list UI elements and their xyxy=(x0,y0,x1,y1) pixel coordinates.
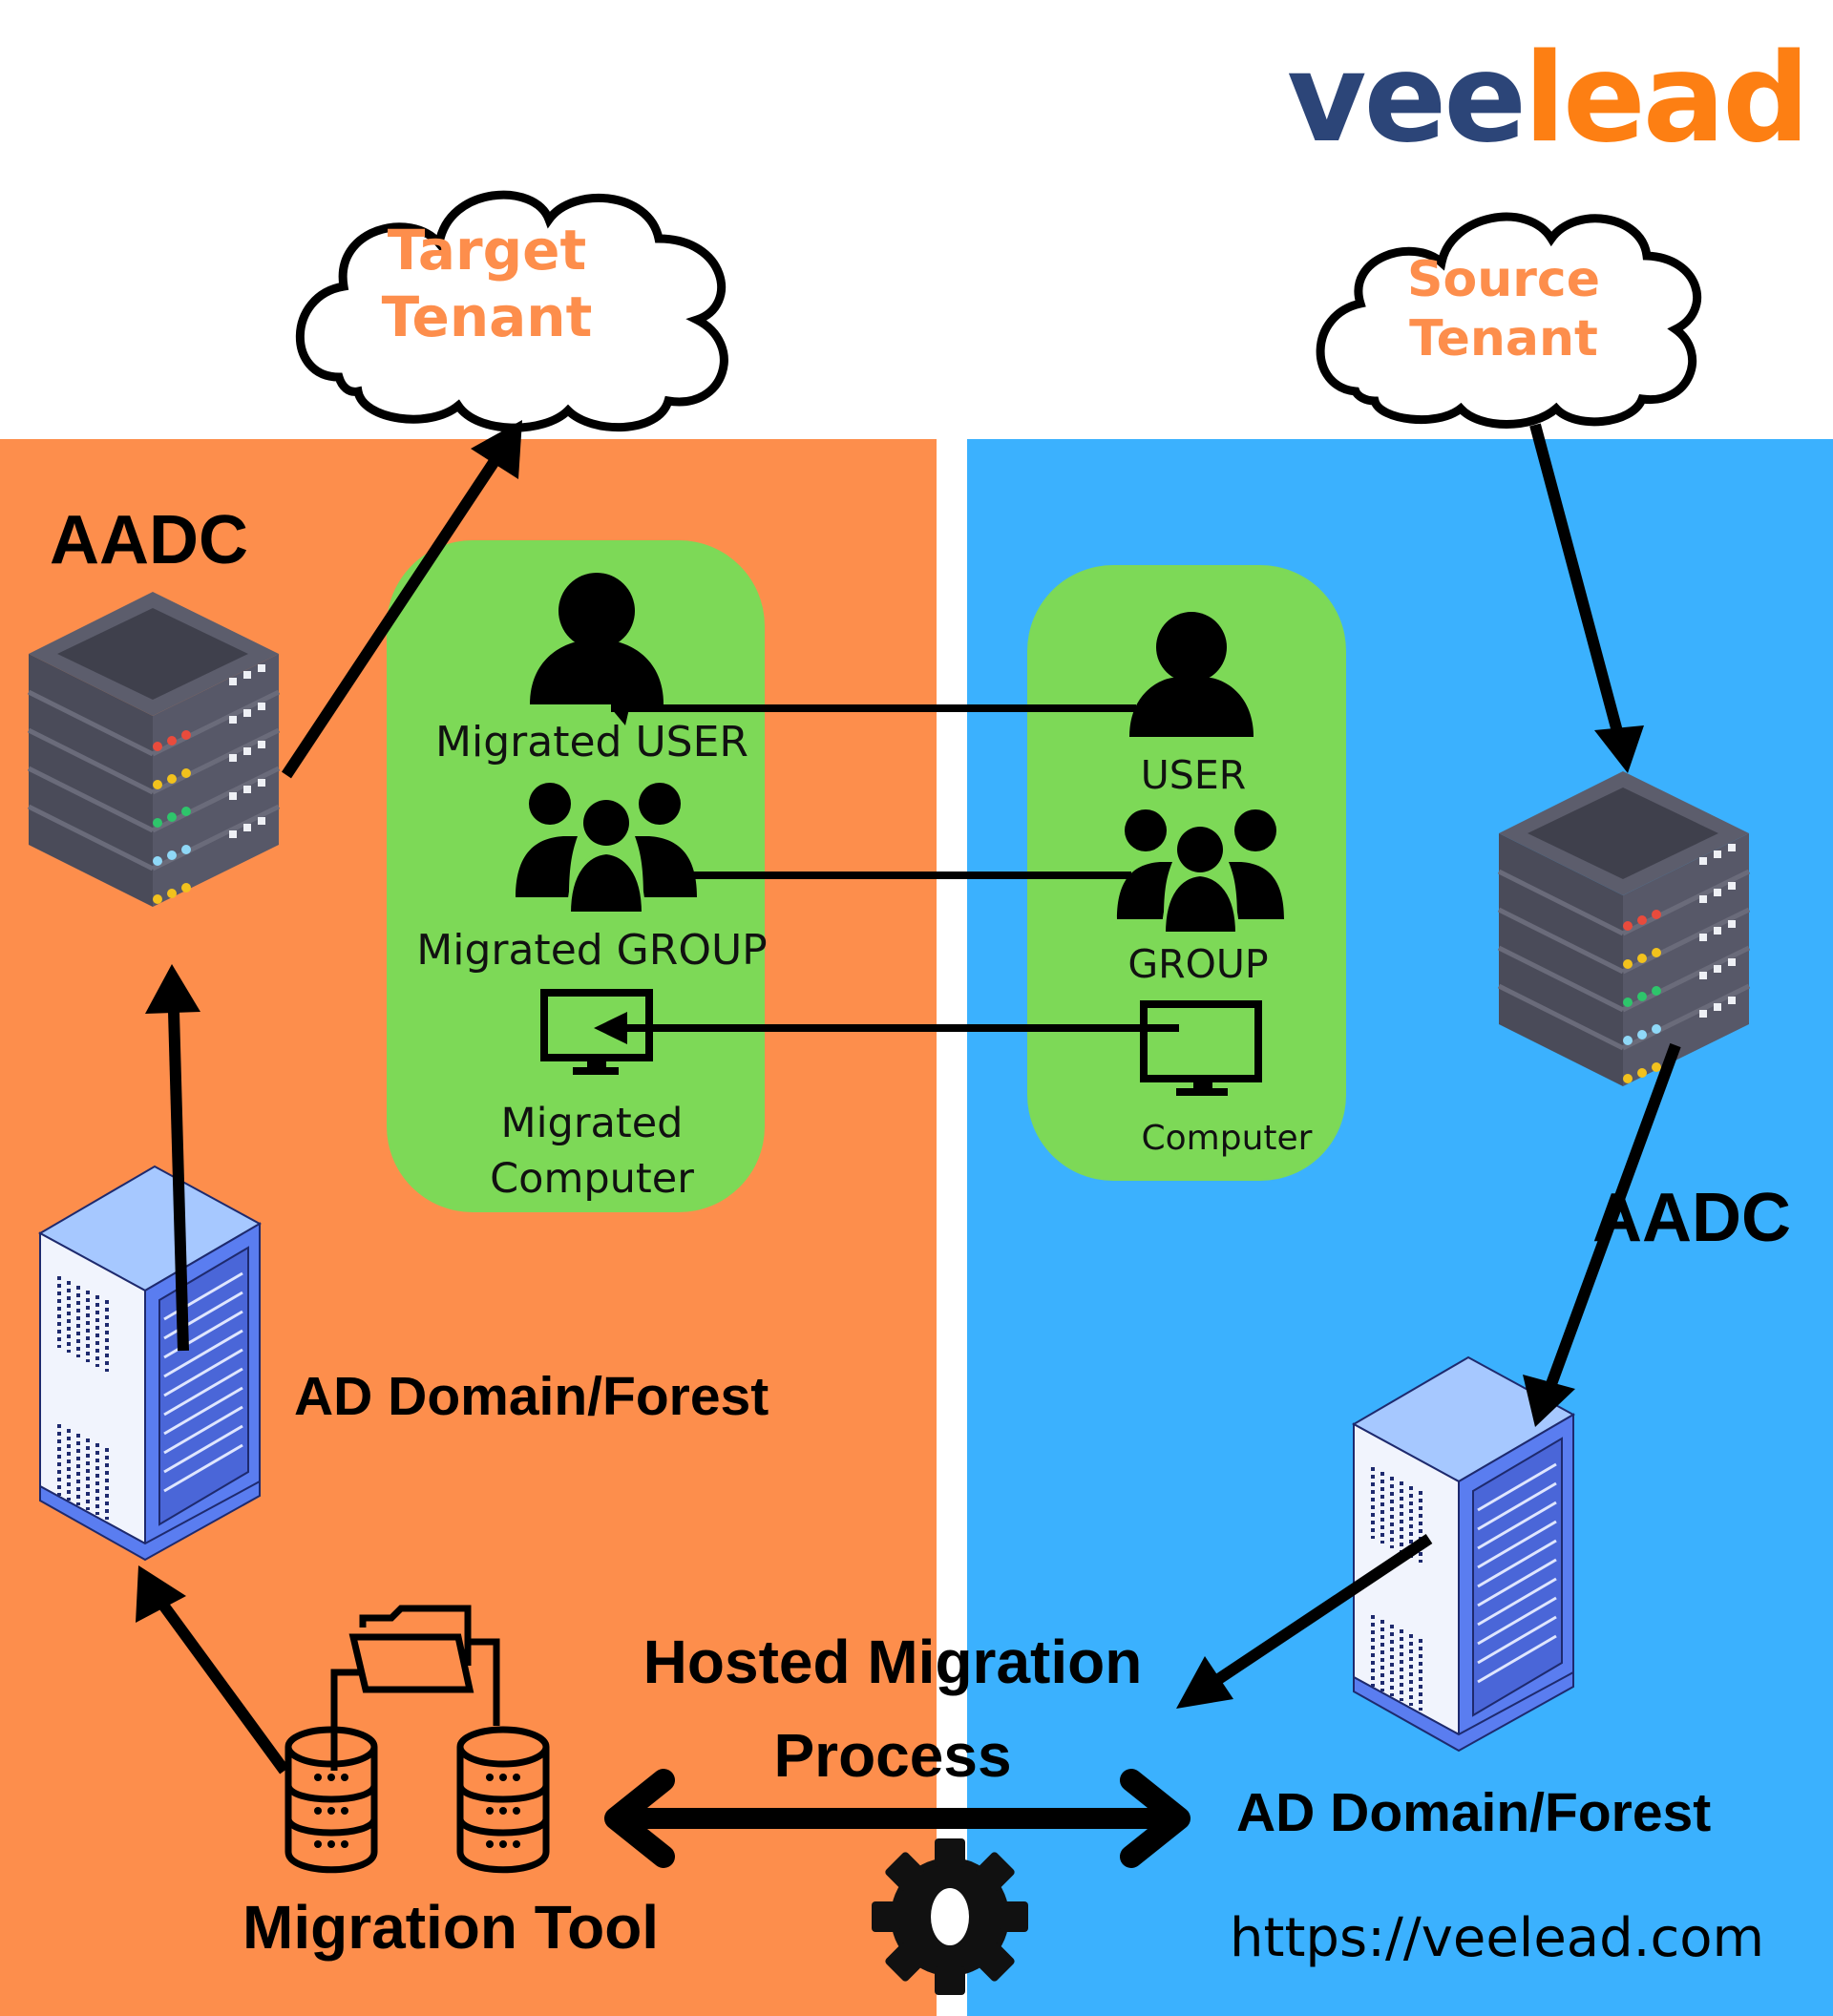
tool-to-ad-arrow xyxy=(136,1565,289,1774)
veelead-logo: veelead xyxy=(1287,38,1810,160)
target-tenant-cloud xyxy=(295,190,728,432)
website-url[interactable]: https://veelead.com xyxy=(1230,1907,1765,1969)
logo-part-lead: lead xyxy=(1524,28,1810,170)
migrated-computer-line1: Migrated xyxy=(500,1100,684,1147)
gear-icon xyxy=(872,1838,1028,1995)
migrated-group-icon xyxy=(516,783,697,915)
target-tenant-line2: Tenant xyxy=(381,284,593,349)
migrated-computer-icon xyxy=(540,989,653,1075)
source-tenant-cloud xyxy=(1316,212,1702,429)
process-line2: Process xyxy=(773,1721,1012,1790)
source-computer-icon xyxy=(1140,1000,1262,1096)
migrated-computer-line2: Computer xyxy=(490,1155,694,1203)
source-cloud-to-aadc-arrow xyxy=(1529,423,1644,773)
double-arrow-icon xyxy=(604,1769,1190,1868)
ad-to-aadc-arrow xyxy=(145,964,200,1352)
source-ad-server-cabinet-icon xyxy=(1351,1355,1576,1753)
aadc-to-target-cloud-arrow xyxy=(281,420,522,779)
source-tenant-line2: Tenant xyxy=(1409,310,1598,368)
target-tenant-line1: Target xyxy=(387,218,587,283)
target-aadc-label: AADC xyxy=(50,502,248,578)
source-ad-to-process-arrow xyxy=(1176,1534,1433,1709)
migration-tool-database-icon xyxy=(284,1605,550,1874)
source-ad-domain-label: AD Domain/Forest xyxy=(1236,1782,1712,1843)
target-tenant-label: Target Tenant xyxy=(363,218,611,350)
aadc-to-source-ad-arrow xyxy=(1523,1042,1681,1427)
source-user-icon xyxy=(1129,612,1254,737)
user-mapping-line xyxy=(611,704,1136,725)
process-line1: Hosted Migration xyxy=(643,1628,1143,1696)
migrated-computer-label: Migrated Computer xyxy=(420,1096,764,1207)
target-aadc-server-icon xyxy=(27,592,281,907)
source-tenant-line1: Source xyxy=(1407,251,1600,308)
migration-tool-label: Migration Tool xyxy=(242,1893,660,1962)
target-ad-server-cabinet-icon xyxy=(37,1165,263,1562)
source-tenant-label: Source Tenant xyxy=(1384,250,1623,369)
target-ad-domain-label: AD Domain/Forest xyxy=(294,1366,769,1427)
source-computer-label: Computer xyxy=(1141,1119,1313,1158)
migrated-group-label: Migrated GROUP xyxy=(416,926,768,975)
migrated-user-icon xyxy=(530,573,664,704)
migrated-user-label: Migrated USER xyxy=(435,718,748,766)
computer-mapping-arrow xyxy=(594,1012,1179,1044)
source-aadc-server-icon xyxy=(1497,771,1751,1086)
database-dots xyxy=(314,1774,520,1848)
source-group-label: GROUP xyxy=(1127,941,1269,987)
hosted-migration-process-label: Hosted Migration Process xyxy=(611,1615,1174,1802)
source-user-label: USER xyxy=(1140,752,1247,798)
source-aadc-label: AADC xyxy=(1592,1180,1791,1256)
source-group-icon xyxy=(1117,809,1284,935)
logo-part-vee: vee xyxy=(1287,28,1527,170)
